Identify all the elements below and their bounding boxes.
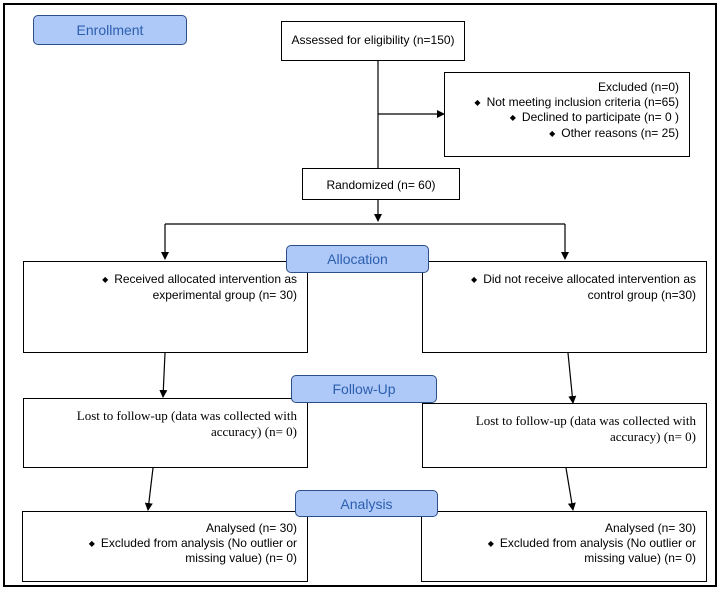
excluded-item: ◆Declined to participate (n= 0 )	[509, 110, 679, 124]
followup-left-line2: accuracy) (n= 0)	[211, 423, 297, 439]
randomized-box: Randomized (n= 60)	[302, 168, 460, 200]
analysis-left-excluded: ◆Excluded from analysis (No outlier or	[88, 535, 297, 550]
bullet-icon: ◆	[487, 538, 494, 548]
analysis-left-excluded-2: missing value) (n= 0)	[185, 551, 297, 565]
assessed-box: Assessed for eligibility (n=150)	[281, 21, 465, 61]
excluded-title: Excluded (n=0)	[597, 80, 679, 94]
analysis-left-box: Analysed (n= 30) ◆Excluded from analysis…	[22, 511, 308, 582]
excluded-item: ◆Not meeting inclusion criteria (n=65)	[474, 94, 679, 109]
followup-right-box: Lost to follow-up (data was collected wi…	[422, 403, 707, 468]
connector-left-followup	[159, 352, 168, 398]
allocation-left-line2: experimental group (n= 30)	[152, 287, 297, 302]
bullet-icon: ◆	[88, 538, 95, 548]
stage-follow-up: Follow-Up	[291, 375, 437, 403]
followup-right-line2: accuracy) (n= 0)	[610, 428, 696, 444]
allocation-left-line1: ◆Received allocated intervention as	[102, 272, 297, 286]
analysis-right-box: Analysed (n= 30) ◆Excluded from analysis…	[421, 511, 707, 582]
followup-left-box: Lost to follow-up (data was collected wi…	[23, 398, 308, 468]
bullet-icon: ◆	[471, 275, 478, 284]
allocation-right-line2: control group (n=30)	[587, 287, 696, 302]
allocation-left-box: ◆Received allocated intervention as expe…	[23, 261, 308, 353]
connector-right-analysis	[565, 467, 576, 511]
analysis-right-analysed: Analysed (n= 30)	[604, 521, 696, 535]
stage-analysis: Analysis	[295, 490, 438, 517]
bullet-icon: ◆	[102, 275, 109, 284]
bullet-icon: ◆	[509, 113, 516, 122]
connector-left-analysis	[144, 467, 154, 511]
analysis-right-excluded: ◆Excluded from analysis (No outlier or	[487, 535, 696, 550]
allocation-right-box: ◆Did not receive allocated intervention …	[422, 261, 707, 353]
analysis-left-analysed: Analysed (n= 30)	[205, 521, 297, 535]
followup-right-line1: Lost to follow-up (data was collected wi…	[475, 413, 696, 428]
bullet-icon: ◆	[549, 128, 556, 138]
followup-left-line1: Lost to follow-up (data was collected wi…	[76, 408, 297, 423]
assessed-text: Assessed for eligibility (n=150)	[291, 33, 455, 47]
randomized-text: Randomized (n= 60)	[326, 178, 436, 192]
connector-right-followup	[567, 352, 577, 404]
excluded-box: Excluded (n=0) ◆Not meeting inclusion cr…	[444, 72, 690, 157]
stage-allocation: Allocation	[286, 245, 429, 273]
allocation-right-line1: ◆Did not receive allocated intervention …	[471, 272, 696, 286]
diagram-frame	[3, 3, 717, 587]
analysis-right-excluded-2: missing value) (n= 0)	[584, 551, 696, 565]
bullet-icon: ◆	[474, 97, 481, 107]
excluded-item: ◆Other reasons (n= 25)	[549, 125, 679, 140]
stage-enrollment: Enrollment	[33, 15, 187, 45]
